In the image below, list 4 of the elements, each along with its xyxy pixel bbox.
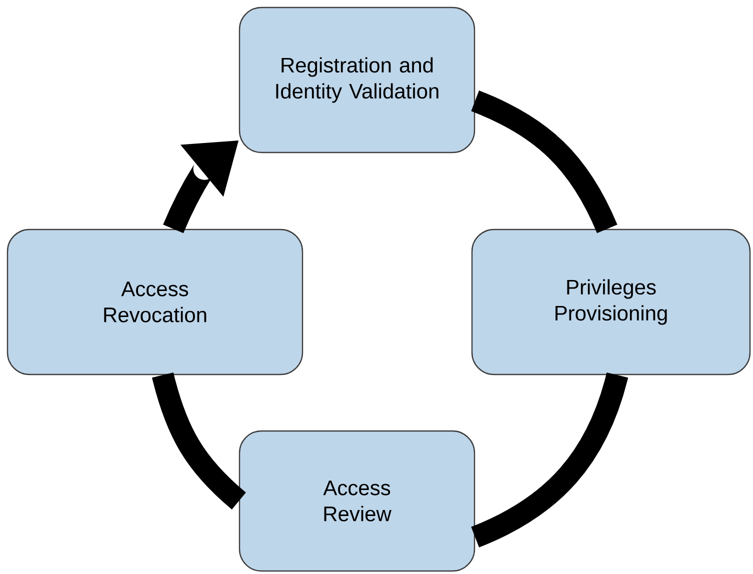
process-box: Access Review xyxy=(238,430,476,572)
process-box: Access Revocation xyxy=(6,228,304,376)
process-box: Privileges Provisioning xyxy=(471,228,751,376)
process-box: Registration and Identity Validation xyxy=(238,6,476,154)
